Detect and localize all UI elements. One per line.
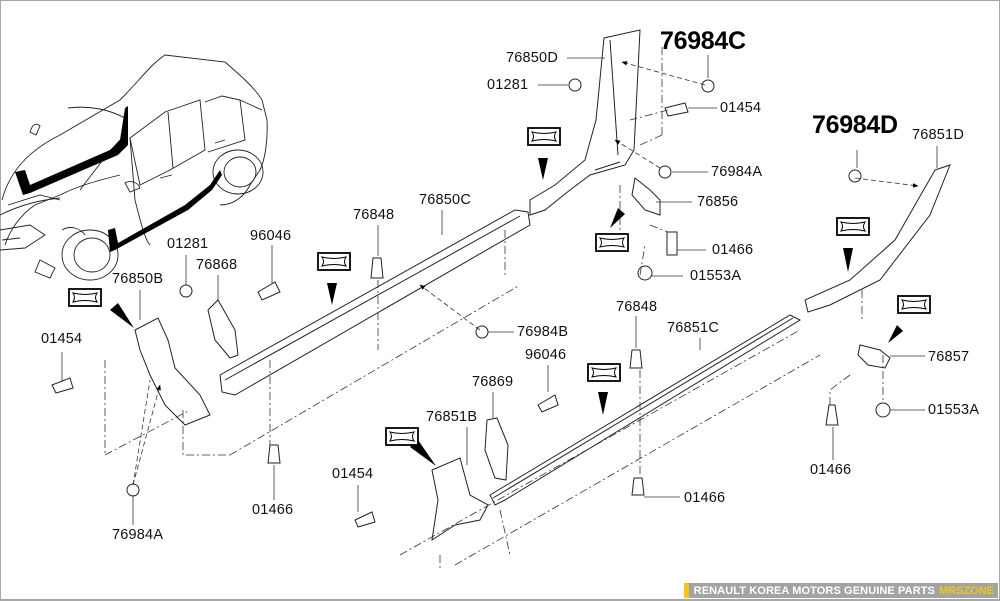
part-label-76851D[interactable]: 76851D <box>912 127 964 143</box>
part-label-01281[interactable]: 01281 <box>487 77 529 93</box>
part-label-76850D[interactable]: 76850D <box>506 50 558 66</box>
part-label-76984B[interactable]: 76984B <box>517 324 569 340</box>
footer-site-text: MRSZONE <box>939 584 994 597</box>
vehicle-illustration <box>0 54 268 281</box>
part-label-76851B[interactable]: 76851B <box>426 409 478 425</box>
callout-76984D[interactable]: 76984D <box>812 111 898 139</box>
part-label-76848[interactable]: 76848 <box>353 207 395 223</box>
part-label-01454[interactable]: 01454 <box>332 466 374 482</box>
note-box-inner <box>590 367 618 378</box>
part-label-96046[interactable]: 96046 <box>525 347 567 363</box>
note-box <box>385 427 419 446</box>
part-label-76850C[interactable]: 76850C <box>419 192 471 208</box>
part-label-01281[interactable]: 01281 <box>167 236 209 252</box>
part-label-76850B[interactable]: 76850B <box>112 271 164 287</box>
vehicle-highlight-trim <box>15 106 222 252</box>
part-label-76848[interactable]: 76848 <box>616 299 658 315</box>
part-label-01466[interactable]: 01466 <box>684 490 726 506</box>
leader-lines <box>61 55 938 525</box>
note-box-inner <box>320 256 348 267</box>
note-box <box>527 127 561 146</box>
part-label-01466[interactable]: 01466 <box>252 502 294 518</box>
bold-pointers <box>110 158 903 466</box>
part-label-01553A[interactable]: 01553A <box>928 402 980 418</box>
part-label-76868[interactable]: 76868 <box>196 257 238 273</box>
note-box <box>68 288 102 307</box>
part-label-01553A[interactable]: 01553A <box>690 268 742 284</box>
part-label-01454[interactable]: 01454 <box>720 100 762 116</box>
footer-brand-text: RENAULT KOREA MOTORS GENUINE PARTS <box>693 584 935 597</box>
note-box <box>595 233 629 252</box>
part-label-76984A[interactable]: 76984A <box>112 527 164 543</box>
note-box <box>587 363 621 382</box>
part-label-76851C[interactable]: 76851C <box>667 320 719 336</box>
part-label-76984A[interactable]: 76984A <box>711 164 763 180</box>
pointer-arrows <box>132 61 919 486</box>
part-label-01466[interactable]: 01466 <box>810 462 852 478</box>
note-symbols <box>68 127 931 446</box>
footer-accent-bar <box>683 583 689 598</box>
part-label-76869[interactable]: 76869 <box>472 374 514 390</box>
part-label-96046[interactable]: 96046 <box>250 228 292 244</box>
callout-76984C[interactable]: 76984C <box>660 27 746 55</box>
part-label-01454[interactable]: 01454 <box>41 331 83 347</box>
note-box-inner <box>530 131 558 142</box>
note-box-inner <box>71 292 99 303</box>
part-label-76856[interactable]: 76856 <box>697 194 739 210</box>
note-box <box>317 252 351 271</box>
note-box-inner <box>598 237 626 248</box>
note-box-inner <box>388 431 416 442</box>
note-box-inner <box>839 221 867 232</box>
note-box <box>836 217 870 236</box>
note-box <box>897 295 931 314</box>
assembly-guide-lines <box>104 45 884 570</box>
footer-watermark: RENAULT KOREA MOTORS GENUINE PARTS MRSZO… <box>683 583 998 598</box>
note-box-inner <box>900 299 928 310</box>
part-label-01466[interactable]: 01466 <box>712 242 754 258</box>
part-label-76857[interactable]: 76857 <box>928 349 970 365</box>
